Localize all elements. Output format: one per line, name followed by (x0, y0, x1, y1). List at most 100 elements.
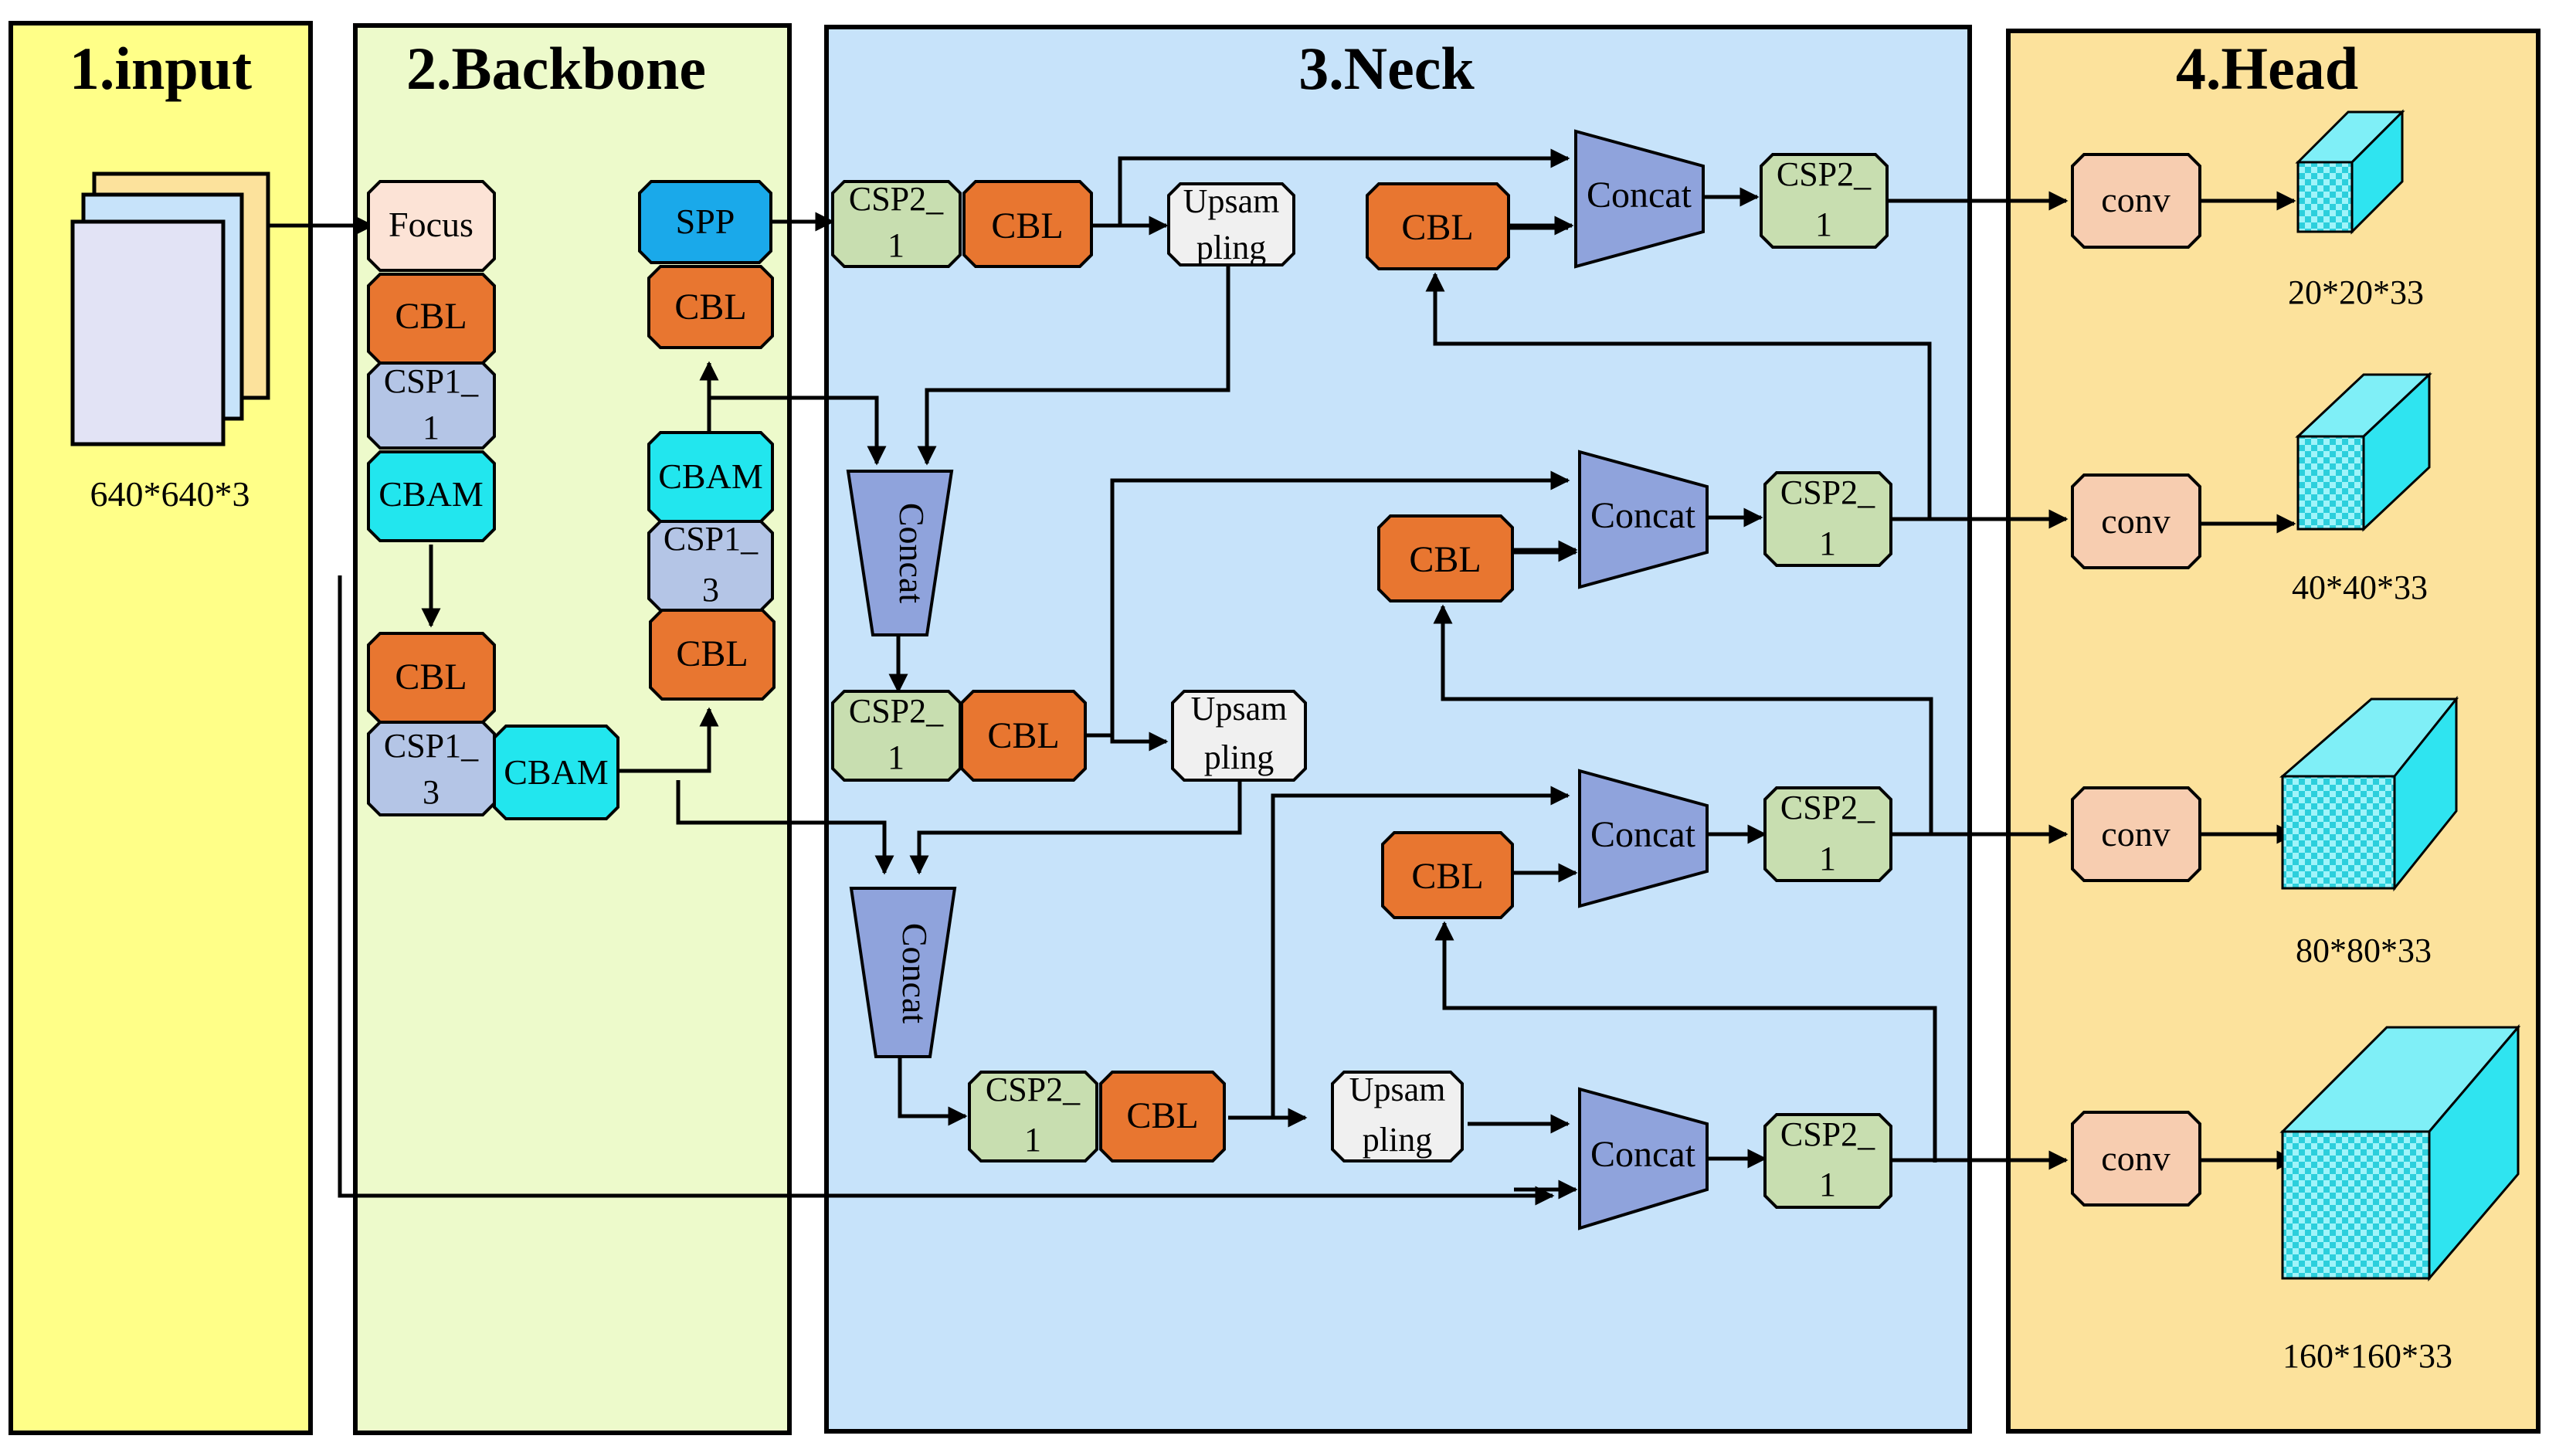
svg-text:CSP1_: CSP1_ (384, 727, 479, 765)
svg-text:Upsam: Upsam (1191, 690, 1288, 728)
svg-text:CBAM: CBAM (378, 474, 483, 514)
svg-text:3: 3 (423, 773, 440, 811)
svg-text:Upsam: Upsam (1349, 1071, 1446, 1108)
csp2-1-block: CSP2_ 1 (1763, 1113, 1892, 1209)
svg-text:CBL: CBL (987, 715, 1059, 756)
conv-block: conv (2071, 1111, 2201, 1207)
svg-text:pling: pling (1196, 229, 1266, 266)
csp2-1-block: CSP2_ 1 (968, 1071, 1098, 1162)
svg-text:1: 1 (888, 738, 905, 776)
concat-block: Concat (1578, 769, 1709, 908)
svg-text:CBL: CBL (395, 296, 467, 337)
input-title: 1.input (70, 35, 252, 102)
cbl-block: CBL (1377, 514, 1514, 602)
output-label-80: 80*80*33 (2296, 932, 2432, 969)
output-cube-160 (2279, 1023, 2521, 1282)
svg-text:CBL: CBL (676, 633, 748, 674)
svg-text:Focus: Focus (389, 205, 473, 244)
focus-block: Focus (367, 180, 496, 272)
svg-text:1: 1 (1815, 205, 1832, 243)
svg-text:CSP2_: CSP2_ (986, 1071, 1081, 1108)
concat-vertical-block: Concat (849, 887, 957, 1058)
cbl-block: CBL (1366, 182, 1510, 270)
svg-text:Concat: Concat (1590, 495, 1696, 536)
svg-text:CSP1_: CSP1_ (384, 362, 479, 400)
upsampling-block: Upsam pling (1167, 182, 1295, 266)
cbl-block: CBL (960, 690, 1087, 782)
input-image-stack (70, 171, 270, 446)
output-label-40: 40*40*33 (2292, 568, 2428, 606)
csp2-1-block: CSP2_ 1 (1763, 471, 1892, 567)
csp1-3-block: CSP1_ 3 (647, 520, 774, 612)
neck-title: 3.Neck (1298, 35, 1475, 102)
connections (266, 148, 2296, 1206)
svg-text:Concat: Concat (895, 923, 935, 1024)
input-size-label: 640*640*3 (90, 474, 250, 514)
csp1-3-block: CSP1_ 3 (367, 721, 496, 816)
cbl-block: CBL (367, 632, 496, 724)
svg-text:CBAM: CBAM (658, 456, 762, 496)
cbl-block: CBL (962, 180, 1093, 268)
svg-text:conv: conv (2101, 501, 2170, 541)
svg-text:CSP2_: CSP2_ (1780, 473, 1875, 511)
cbam-block: CBAM (493, 725, 619, 820)
svg-text:3: 3 (702, 571, 719, 609)
svg-text:pling: pling (1363, 1121, 1432, 1159)
svg-text:Concat: Concat (892, 503, 932, 604)
conv-block: conv (2071, 473, 2201, 569)
svg-text:1: 1 (1024, 1121, 1041, 1159)
svg-text:CBL: CBL (395, 657, 467, 697)
conv-block: conv (2071, 153, 2201, 249)
cbam-block: CBAM (647, 431, 774, 523)
svg-text:conv: conv (2101, 180, 2170, 219)
cbl-block: CBL (367, 273, 496, 365)
svg-text:CSP2_: CSP2_ (849, 692, 944, 730)
conv-block: conv (2071, 786, 2201, 882)
concat-block: Concat (1578, 450, 1709, 589)
csp2-1-block: CSP2_ 1 (1760, 153, 1889, 249)
svg-text:CSP2_: CSP2_ (1780, 789, 1875, 826)
concat-vertical-block: Concat (846, 470, 954, 636)
svg-text:1: 1 (1819, 840, 1836, 877)
upsampling-block: Upsam pling (1331, 1071, 1464, 1162)
svg-text:CBAM: CBAM (504, 752, 608, 792)
svg-text:CBL: CBL (1409, 539, 1481, 580)
csp2-1-block: CSP2_ 1 (1763, 786, 1892, 882)
svg-text:CBL: CBL (674, 287, 746, 328)
svg-text:CBL: CBL (1411, 856, 1483, 897)
svg-text:CSP2_: CSP2_ (849, 180, 944, 218)
svg-text:Concat: Concat (1590, 1134, 1696, 1175)
upsampling-block: Upsam pling (1171, 690, 1307, 782)
output-label-160: 160*160*33 (2283, 1337, 2452, 1375)
spp-block: SPP (638, 180, 772, 264)
csp2-1-block: CSP2_ 1 (831, 690, 962, 782)
svg-text:conv: conv (2101, 814, 2170, 854)
svg-text:CBL: CBL (991, 205, 1063, 246)
cbl-block: CBL (649, 609, 776, 701)
svg-text:1: 1 (1819, 524, 1836, 562)
csp2-1-block: CSP2_ 1 (831, 180, 962, 268)
svg-text:1: 1 (423, 409, 440, 446)
svg-text:1: 1 (888, 226, 905, 264)
svg-text:1: 1 (1819, 1166, 1836, 1203)
output-label-20: 20*20*33 (2288, 273, 2424, 311)
svg-text:CBL: CBL (1401, 207, 1473, 248)
svg-text:Upsam: Upsam (1183, 182, 1280, 220)
cbam-block: CBAM (367, 450, 496, 542)
svg-text:CSP2_: CSP2_ (1780, 1115, 1875, 1153)
svg-text:Concat: Concat (1590, 814, 1696, 855)
svg-text:CBL: CBL (1126, 1095, 1198, 1136)
concat-block: Concat (1578, 1087, 1709, 1230)
svg-text:Concat: Concat (1587, 175, 1692, 216)
cbl-block: CBL (647, 265, 774, 349)
output-cube-20 (2295, 109, 2405, 235)
output-cube-80 (2279, 695, 2459, 892)
concat-block: Concat (1574, 129, 1705, 269)
csp1-1-block: CSP1_ 1 (367, 361, 496, 450)
svg-text:conv: conv (2101, 1139, 2170, 1178)
head-title: 4.Head (2176, 35, 2358, 102)
svg-text:SPP: SPP (676, 202, 735, 241)
cbl-block: CBL (1099, 1071, 1226, 1162)
svg-text:CSP2_: CSP2_ (1777, 155, 1872, 193)
